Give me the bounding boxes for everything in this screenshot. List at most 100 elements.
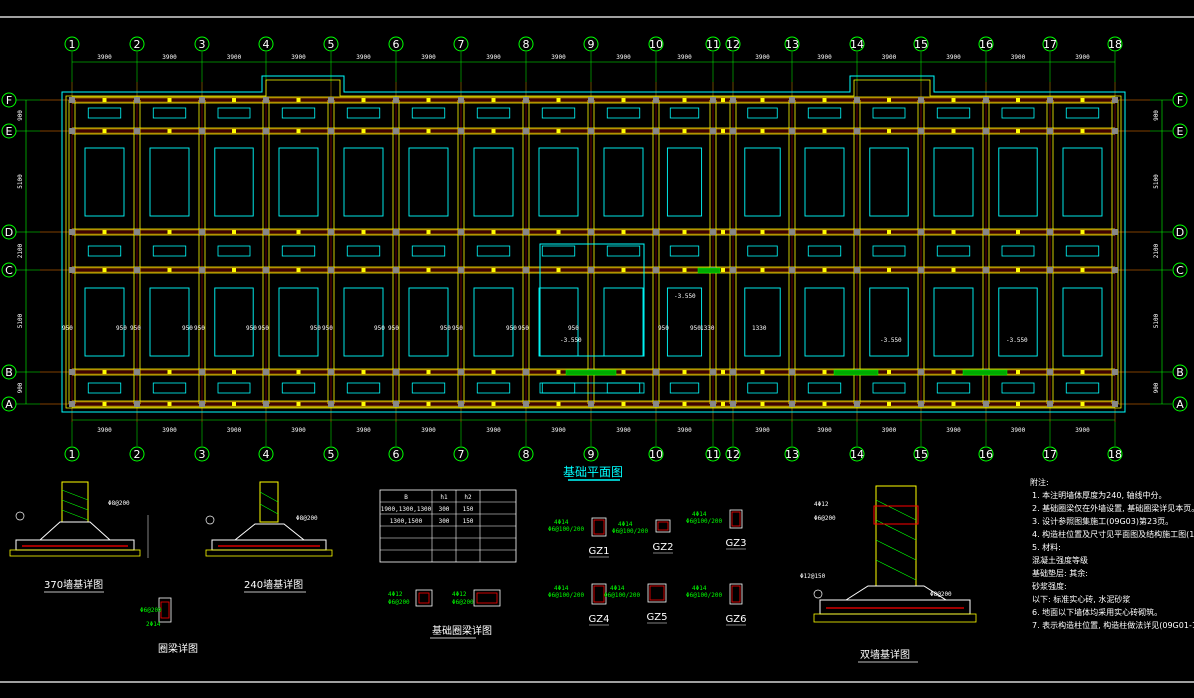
tie-marker (1016, 370, 1020, 374)
tie-marker (1016, 402, 1020, 406)
detail5-caption: 双墙基详图 (860, 648, 910, 661)
dim-label-left: 2100 (17, 243, 24, 258)
gz-stirrup-note: Φ6@100/200 (686, 518, 723, 525)
foundation-pad (278, 287, 319, 357)
foundation-pad (538, 147, 579, 217)
tie-marker (621, 230, 626, 234)
foundation-pad (473, 147, 514, 217)
section-label: 950 (568, 325, 579, 332)
column-marker (1112, 97, 1118, 103)
tie-marker (102, 268, 107, 272)
dim-label-top: 3900 (356, 54, 371, 61)
foundation-pad (666, 147, 703, 217)
column-marker (710, 369, 716, 375)
strip-pad (807, 107, 842, 119)
dim-label-top: 3900 (1075, 54, 1090, 61)
column-marker (263, 401, 269, 407)
dim-label-top: 3900 (817, 54, 832, 61)
constructional-columns: GZ14Φ14Φ6@100/200GZ24Φ14Φ6@100/200GZ34Φ1… (548, 509, 746, 626)
axis-bubble-right (1172, 262, 1188, 278)
gz-section (729, 509, 743, 529)
axis-bubble-bottom (583, 446, 599, 462)
tie-marker (426, 402, 431, 406)
foundation-pad (603, 287, 644, 357)
axis-bubble-bottom (194, 446, 210, 462)
strip-pad (281, 245, 316, 257)
plan-title: 基础平面图 (563, 465, 623, 479)
column-marker (134, 267, 140, 273)
foundation-pad (343, 147, 384, 217)
tie-marker (682, 402, 687, 406)
column-marker (653, 369, 659, 375)
dim-label-bottom: 3900 (291, 427, 306, 434)
axis-bubble-top (784, 36, 800, 52)
column-marker (983, 128, 989, 134)
svg-text:4Φ12: 4Φ12 (814, 501, 829, 508)
foundation-pad (84, 147, 125, 217)
strip-pad (1001, 382, 1035, 394)
tie-marker (361, 370, 366, 374)
gz-rebar (593, 519, 605, 535)
foundation-pad (408, 147, 449, 217)
axis-bubble-right (1172, 224, 1188, 240)
axis-bubble-top (1042, 36, 1058, 52)
foundation-pad (278, 147, 319, 217)
tie-marker (1016, 230, 1020, 234)
notes-list: 1. 本注明墙体厚度为240, 轴线中分。2. 基础圈梁仅在外墙设置, 基础圈梁… (1032, 490, 1194, 630)
tie-marker (361, 129, 366, 133)
tie-marker (721, 268, 725, 272)
tie-marker (1080, 129, 1085, 133)
axis-label-top: 7 (458, 38, 465, 51)
column-marker (1112, 401, 1118, 407)
axis-bubble-bottom (258, 446, 274, 462)
column-marker (199, 369, 205, 375)
tie-marker (951, 402, 956, 406)
axis-bubble-bottom (705, 446, 721, 462)
axis-label-bottom: 2 (134, 448, 141, 461)
strip-pad (669, 107, 700, 119)
elevation-label: -3.550 (674, 293, 696, 300)
foundation-plan: 1122334455667788991010111112121313141415… (1, 36, 1188, 462)
tie-marker (721, 402, 725, 406)
strip-pad (1065, 107, 1100, 119)
foundation-outline (61, 75, 1126, 413)
svg-text:Φ8@200: Φ8@200 (930, 591, 952, 598)
tie-marker (760, 370, 765, 374)
tie-marker (556, 370, 561, 374)
tie-marker (822, 129, 827, 133)
dim-label-top: 3900 (677, 54, 692, 61)
tie-marker (951, 268, 956, 272)
detail-ring-beam-small: Φ6@200 2Φ14 (140, 597, 172, 628)
strip-pad (606, 245, 641, 257)
tie-marker (1016, 129, 1020, 133)
tie-marker (491, 268, 496, 272)
tie-marker (296, 98, 301, 102)
axis-label-bottom: 9 (588, 448, 595, 461)
column-marker (458, 128, 464, 134)
svg-text:Φ8@200: Φ8@200 (296, 515, 318, 522)
tie-marker (491, 98, 496, 102)
tie-marker (621, 370, 626, 374)
gz-rebar-note: 4Φ14 (692, 585, 707, 592)
tie-marker (887, 230, 891, 234)
strip-pad (541, 107, 576, 119)
dim-label-bottom: 3900 (1011, 427, 1026, 434)
dim-label-bottom: 3900 (882, 427, 897, 434)
note-item: 3. 设计参照图集施工(09G03)第23页。 (1032, 516, 1173, 526)
column-marker (918, 128, 924, 134)
note-item: 基础垫层: 其余: (1032, 568, 1088, 578)
tie-marker (491, 129, 496, 133)
svg-text:Φ6@200: Φ6@200 (140, 607, 162, 614)
axis-label-top: 5 (328, 38, 335, 51)
dim-label-bottom: 3900 (356, 427, 371, 434)
axis-bubble-top (1107, 36, 1123, 52)
strip-pad (1065, 245, 1100, 257)
detail-240-wall: Φ8@200 (205, 481, 333, 557)
axis-bubble-top (194, 36, 210, 52)
axis-label-top: 11 (706, 38, 720, 51)
axis-bubble-left (1, 224, 17, 240)
tie-marker (102, 230, 107, 234)
dim-label-bottom: 3900 (97, 427, 112, 434)
axis-bubble-top (129, 36, 145, 52)
detail-double-wall: 4Φ12 Φ6@200 Φ8@200 Φ12@150 (800, 485, 977, 623)
